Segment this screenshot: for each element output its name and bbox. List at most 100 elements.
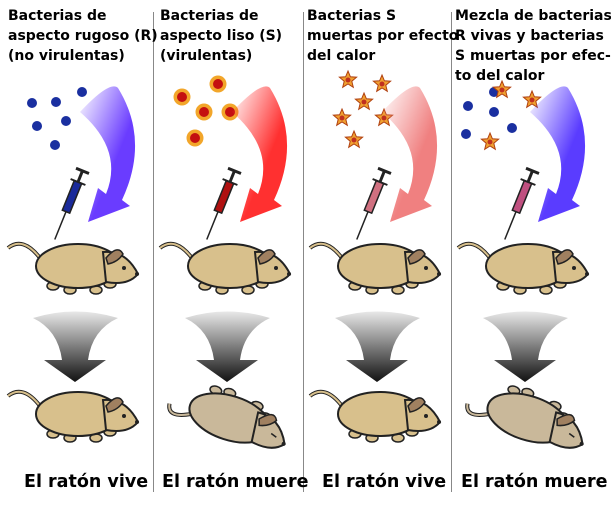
syringe-flange — [520, 178, 536, 186]
live-mouse-icon — [456, 241, 590, 295]
rough-bacterium-icon — [489, 107, 499, 117]
mouse-eye — [424, 414, 428, 418]
syringe-handle — [75, 166, 90, 175]
rough-bacterium-icon — [61, 116, 71, 126]
result-arrow-icon — [185, 311, 270, 382]
injection-arrow-icon — [232, 86, 288, 223]
mouse-ear — [105, 249, 124, 265]
mouse-nose — [135, 272, 139, 276]
rough-bacterium-icon — [27, 98, 37, 108]
mouse-nose — [437, 420, 441, 424]
bacterium-core — [529, 97, 535, 103]
mouse-nose — [135, 420, 139, 424]
bacteria-group — [461, 79, 542, 151]
bacteria-group — [27, 87, 87, 150]
bacterium-core — [381, 115, 387, 121]
mouse-nose — [437, 272, 441, 276]
syringe-plunger — [76, 170, 84, 183]
panel-2-title: Bacterias de aspecto liso (S) (virulenta… — [160, 8, 283, 64]
rough-bacterium-icon — [507, 123, 517, 133]
mouse-tail — [7, 390, 41, 407]
syringe-plunger — [378, 170, 386, 183]
live-mouse-icon — [158, 241, 292, 295]
mouse-eye — [572, 266, 576, 270]
syringe-plunger — [228, 170, 236, 183]
rough-bacterium-icon — [32, 121, 42, 131]
mouse-nose — [585, 272, 589, 276]
live-mouse-icon — [308, 389, 442, 443]
bacterium-core — [487, 139, 493, 145]
dead-mouse-icon — [167, 385, 286, 449]
rough-bacterium-icon — [50, 140, 60, 150]
injection-arrow-icon — [382, 86, 438, 223]
mouse-ear — [258, 413, 278, 427]
mouse-ear — [556, 413, 576, 427]
mouse-eye — [424, 266, 428, 270]
bacteria-group — [173, 75, 239, 147]
rough-bacterium-icon — [51, 97, 61, 107]
panel-4 — [456, 79, 590, 449]
syringe-handle — [525, 166, 540, 175]
bacterium-core — [339, 115, 345, 121]
mouse-ear — [407, 397, 426, 413]
dead-mouse-icon — [465, 385, 584, 449]
syringe-barrel — [213, 179, 235, 215]
rough-bacterium-icon — [463, 101, 473, 111]
syringe-icon — [206, 166, 242, 240]
syringe-plunger — [526, 170, 534, 183]
mouse-eye-closed — [270, 432, 277, 438]
panel-2 — [158, 75, 292, 449]
syringe-flange — [222, 178, 238, 186]
panel-divider — [303, 12, 304, 492]
syringe-needle — [54, 209, 68, 240]
syringe-flange — [70, 178, 86, 186]
bacterium-core — [499, 87, 505, 93]
syringe-barrel — [511, 179, 533, 215]
panel-divider — [153, 12, 154, 492]
mouse-eye-closed — [568, 432, 575, 438]
mouse-tail — [466, 403, 490, 416]
mouse-ear — [407, 249, 426, 265]
syringe-handle — [227, 166, 242, 175]
live-mouse-icon — [6, 389, 140, 443]
panel-1-title: Bacterias de aspecto rugoso (R) (no viru… — [8, 8, 158, 64]
live-mouse-icon — [6, 241, 140, 295]
mouse-nose — [287, 272, 291, 276]
mouse-tail — [7, 242, 41, 259]
syringe-icon — [54, 166, 90, 240]
injection-arrow-icon — [80, 86, 136, 223]
syringe-barrel — [61, 179, 83, 215]
panel-2-result: El ratón muere — [162, 472, 309, 492]
mouse-ear — [105, 397, 124, 413]
syringe-barrel — [363, 179, 385, 215]
mouse-eye — [122, 266, 126, 270]
mouse-tail — [159, 242, 193, 259]
syringe-needle — [206, 209, 220, 240]
rough-bacterium-icon — [77, 87, 87, 97]
mouse-eye — [122, 414, 126, 418]
mouse-ear — [555, 249, 574, 265]
syringe-needle — [504, 209, 518, 240]
syringe-flange — [372, 178, 388, 186]
panel-4-result: El ratón muere — [461, 472, 608, 492]
bacterium-core — [361, 99, 367, 105]
panel-4-title: Mezcla de bacterias R vivas y bacterias … — [455, 8, 611, 84]
result-arrow-icon — [483, 311, 568, 382]
bacterium-core — [379, 81, 385, 87]
syringe-handle — [377, 166, 392, 175]
panel-3 — [308, 69, 442, 443]
mouse-tail — [309, 390, 343, 407]
mouse-ear — [257, 249, 276, 265]
mouse-tail — [457, 242, 491, 259]
mouse-tail — [168, 403, 192, 416]
bacterium-core — [351, 137, 357, 143]
panel-1-result: El ratón vive — [24, 472, 149, 492]
mouse-eye — [274, 266, 278, 270]
result-arrow-icon — [33, 311, 118, 382]
mouse-nose — [281, 441, 286, 446]
bacteria-group — [332, 69, 394, 149]
syringe-icon — [356, 166, 392, 240]
bacterium-core — [225, 107, 235, 117]
